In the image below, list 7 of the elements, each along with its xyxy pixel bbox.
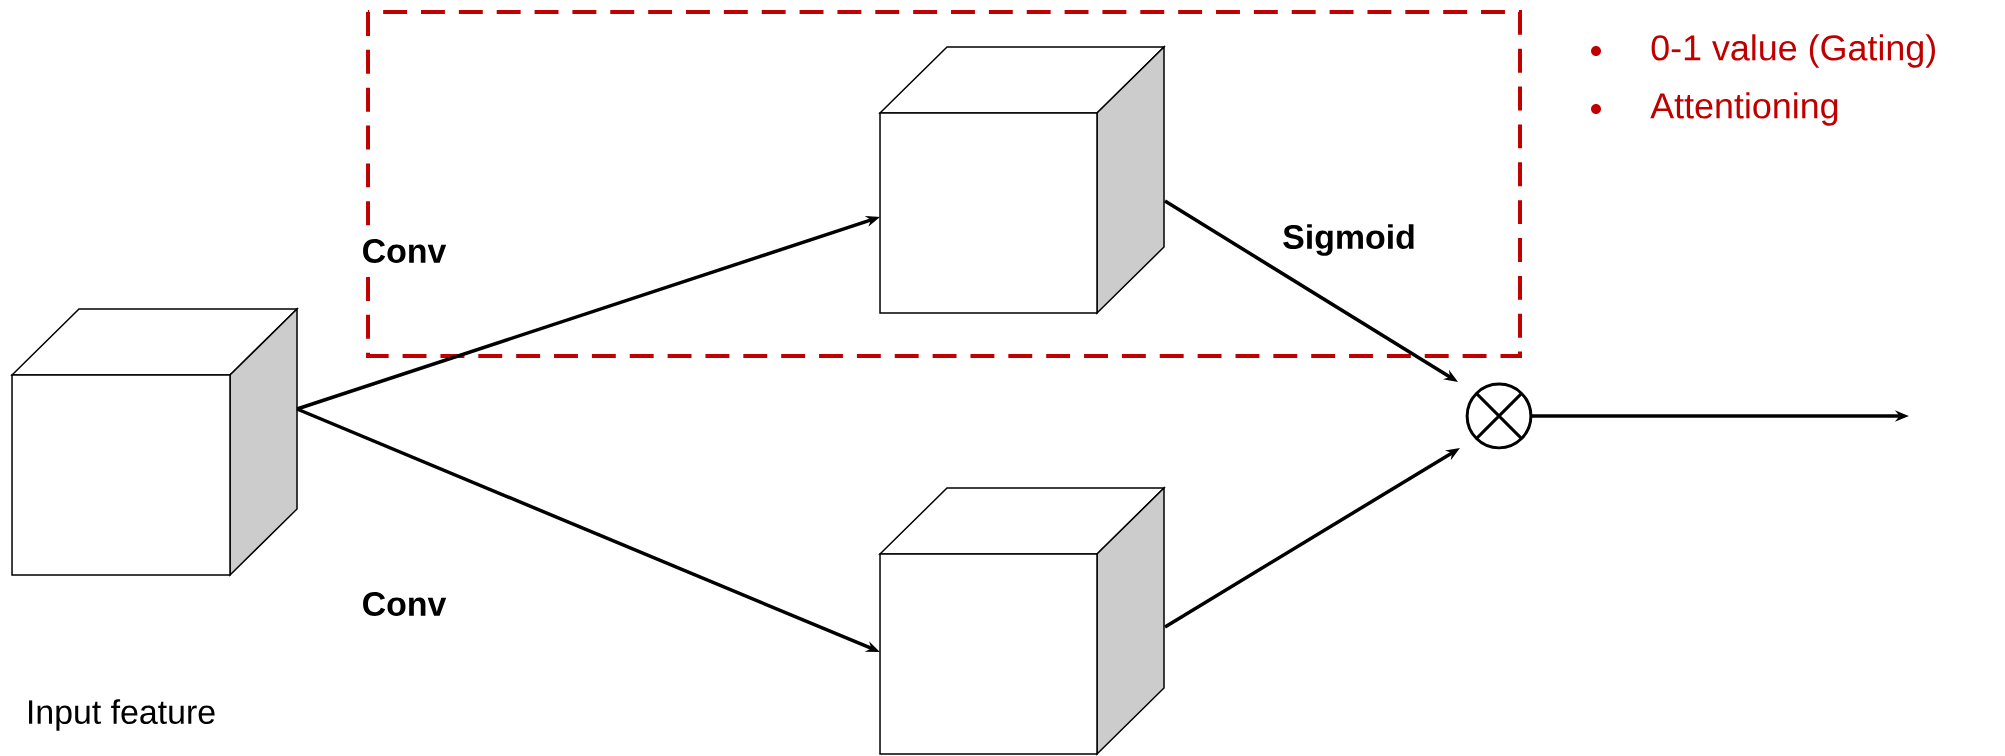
node-label: Input feature [29, 699, 215, 731]
note-text: Attentioning [1650, 92, 1838, 126]
edge-label: Conv [359, 237, 449, 265]
edge-label: Sigmoid [1280, 222, 1418, 258]
note-text: 0-1 value (Gating) [1651, 34, 1935, 68]
edge-label: Conv [359, 590, 449, 618]
multiply-symbol [1465, 382, 1533, 450]
